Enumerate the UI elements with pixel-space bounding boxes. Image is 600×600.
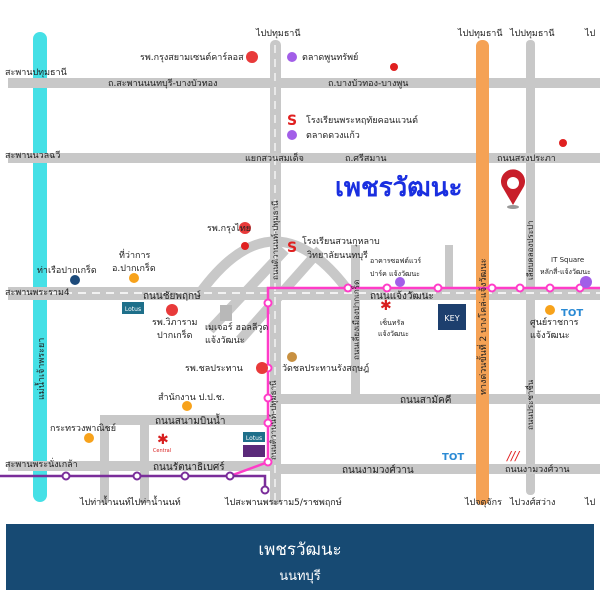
central-icon: ✱ [380,298,392,314]
place-label: เซ็นทรัล [380,318,405,327]
river [33,32,47,502]
road-label: ถนนสนามบินน้ำ [155,413,226,427]
place-label: ตลาดพูนทรัพย์ [302,51,358,63]
place-label: แจ้งวัฒนะ [205,335,245,346]
direction-label: ไปวงศ์สว่าง [509,496,555,508]
place-label: แจ้งวัฒนะ [378,330,409,338]
poi-purple-icons [287,52,592,288]
footer-title: เพชรวัฒนะ [258,540,342,560]
road-label: ถ.สะพานนนทบุรี-บางบัวทอง [108,78,217,89]
road-label: ถนนสามัคคี [400,394,451,406]
direction-label: ไปปทุมธานี [457,28,503,39]
purple-line-stations [61,471,270,495]
place-label: กระทรวงพาณิชย์ [50,422,116,434]
sf-icon [243,445,265,457]
place-label: เมเจอร์ ฮอลลีวูด [205,321,268,333]
place-label: วัดชลประทานรังสฤษฎ์ [282,362,369,374]
expressway [476,40,489,505]
road-label: สะพานพระนั่งเกล้า [5,457,78,470]
direction-label: ไปท่าน้ำนนท์ [79,495,131,508]
place-label: IT Square [551,256,584,264]
key-condo-logo [438,304,466,330]
footer-banner: เพชรวัฒนะ นนทบุรี [6,524,594,590]
place-label: วิทยาลัยนนทบุรี [307,250,368,261]
road-label: ถนนติวานนท์-ปทุมธานี [270,200,280,280]
place-label: อ.ปากเกร็ด [112,261,156,274]
school-icon: S [287,240,297,256]
river-label: แม่น้ำเจ้าพระยา [34,338,47,400]
tot-icon: TOT [561,308,583,319]
place-label: สำนักงาน ป.ป.ช. [158,392,225,403]
road-label: ถนนแจ้งวัฒนะ [370,290,434,302]
home-pin-icon [500,169,525,209]
place-label: รพ.ชลประทาน [185,364,243,374]
road-label: ถนนรัตนาธิเบศร์ [153,461,225,473]
road-label: ถนนชัยพฤกษ์ [143,290,201,302]
footer-subtitle: นนทบุรี [279,569,321,584]
road-label: ทางด่วนขั้นที่ 2 บางโคล่-แจ้งวัฒนะ [476,258,489,395]
purple-line [0,474,267,490]
road-label: สะพานพระราม4 [5,288,70,298]
lotus-icon [243,432,265,442]
road-label: ถนนสรงประภา [497,154,556,164]
mall-icon: /// [506,449,521,463]
hospital-icons [166,51,268,374]
road-label: สะพานปทุมธานี [5,67,67,78]
poi-orange-icons [84,273,555,443]
place-label: ตลาดดวงแก้ว [306,130,360,141]
pink-line-stations [263,283,585,467]
direction-label: ไปจตุจักร [464,497,502,508]
place-label: อาคารซอฟต์แวร์ [370,257,421,265]
map-title: เพชรวัฒนะ [335,173,462,203]
place-label: ปาร์ค แจ้งวัฒนะ [370,270,420,278]
place-label: รพ.กรุงสยามเซนต์คาร์ลอส [140,51,244,63]
place-label: ปากเกร็ด [157,328,193,341]
road-label: ถนนเลี่ยงเมืองปากเกร็ด [350,280,361,360]
road-label: ถนนติวานนท์-ปทุมธานี [268,380,278,460]
pier-icon [70,275,80,285]
road-label: สะพานนวลฉวี [5,150,60,161]
road-label: แยกสวนสมเด็จ [245,151,304,164]
direction-label: ไปท่าน้ำนนท์ [129,495,181,508]
temple-icon [287,352,297,362]
direction-label: ไปปทุมธานี [509,28,555,39]
lotus-icon [122,302,144,314]
place-label: ศูนย์ราชการ [530,316,579,328]
place-label: รพ.วิภาราม [152,317,198,328]
lotus-logo-text: Lotus [246,435,262,442]
direction-label: ไปสะพานพระราม5/ราชพฤกษ์ [224,496,342,508]
place-label: ที่ว่าการ [119,248,151,261]
place-label: โรงเรียนสวนกุหลาบ [302,236,380,247]
lotus-logo-text: Lotus [125,306,141,313]
central-logo-text: Central [153,448,171,454]
location-map: S S Lotus Lotus ✱ Central ✱ KEY TOT TOT … [0,28,600,508]
gas-station-icons [241,63,567,250]
place-label: หลักสี่-แจ้งวัฒนะ [540,267,591,276]
direction-label: ไปปทุมธานี [255,28,301,39]
road-label: ถนนงามวงศ์วาน [505,463,570,475]
road-label: ถ.บางบัวทอง-บางพูน [328,79,408,89]
road-label: เลียบคลองประปา [526,220,535,280]
place-label: แจ้งวัฒนะ [530,330,570,341]
major-cineplex-icon [220,305,232,321]
road-label: ถนนประชาชื่น [524,379,535,430]
school-icon: S [287,113,297,129]
direction-label: ไป [584,497,596,508]
place-label: ท่าเรือปากเกร็ด [37,263,97,276]
central-icon: ✱ [157,432,169,448]
road-label: ถ.ศรีสมาน [345,153,387,164]
direction-label: ไป [584,28,596,39]
road-label: ถนนงามวงศ์วาน [342,464,414,476]
place-label: รพ.กรุงไทย [207,223,251,234]
place-label: โรงเรียนพระหฤทัยคอนแวนต์ [306,114,418,126]
key-logo-text: KEY [444,314,459,323]
pink-line [229,286,600,478]
tot-icon: TOT [442,452,464,463]
